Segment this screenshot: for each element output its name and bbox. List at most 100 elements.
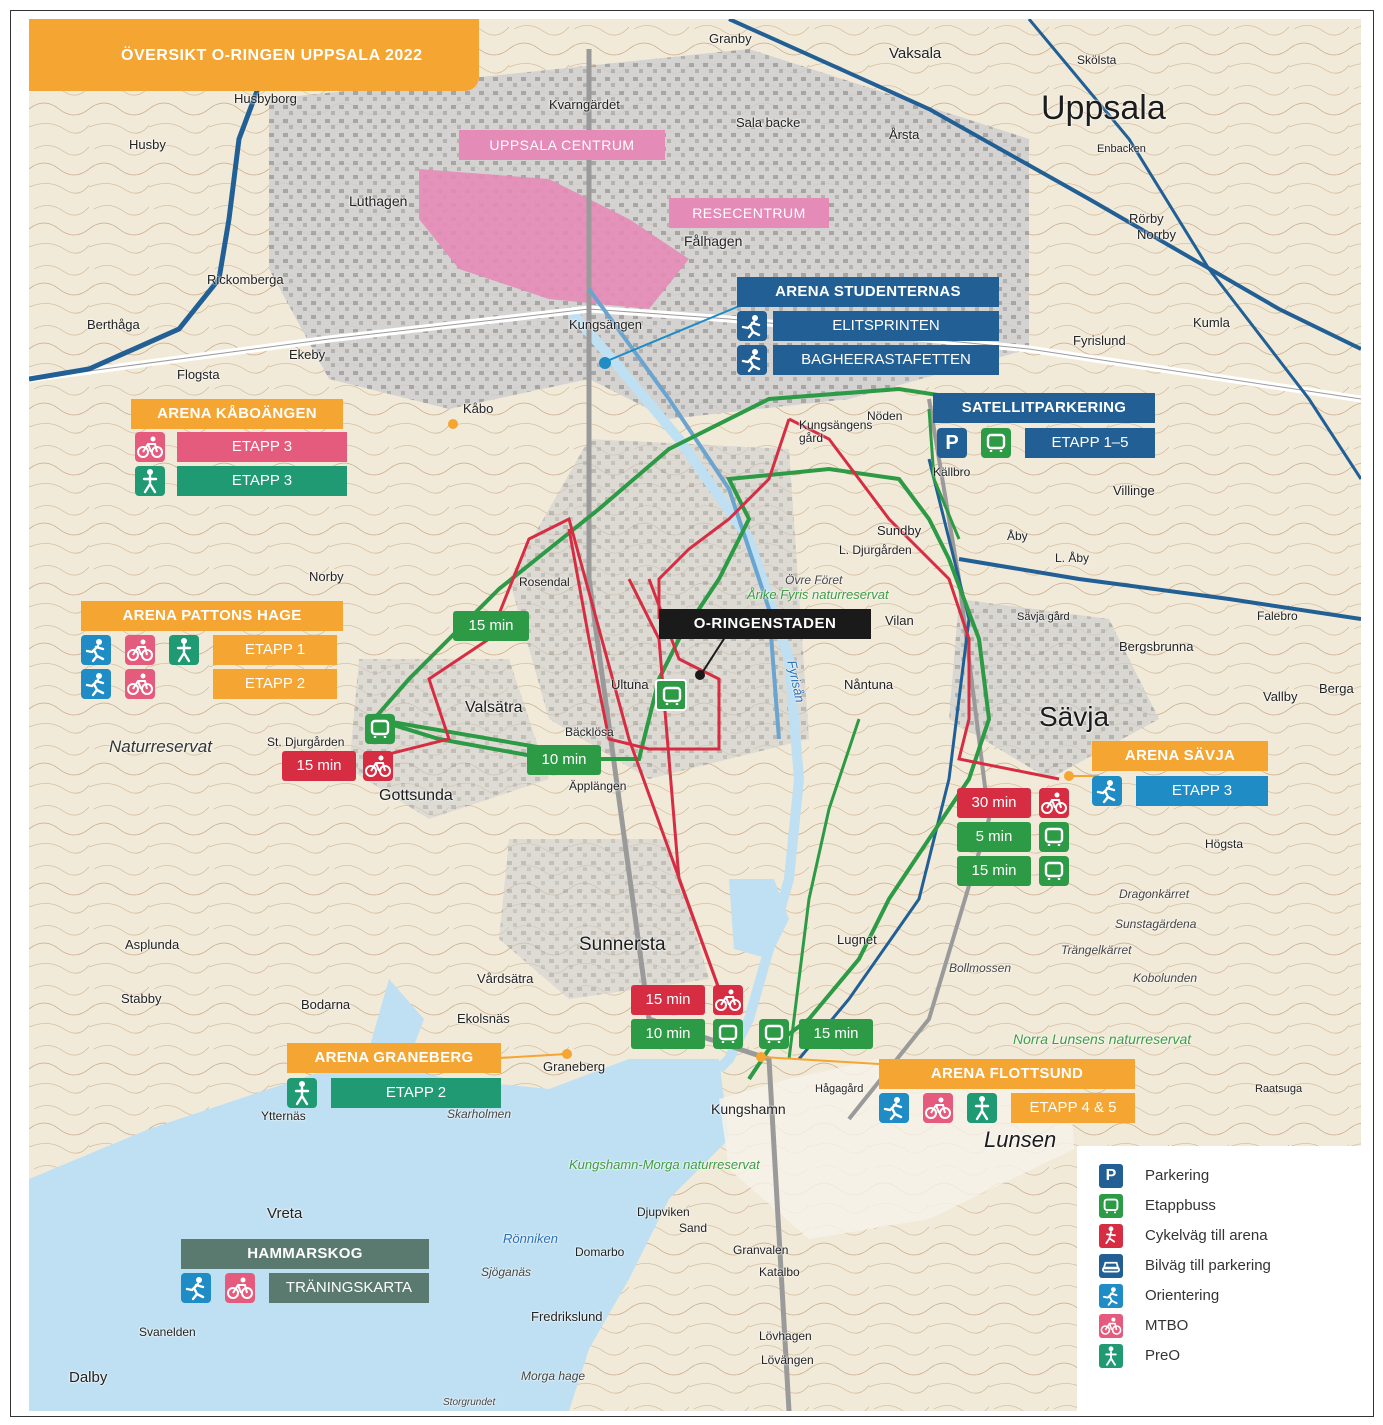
label-norrby: Norrby [1137, 227, 1177, 242]
time-badge-bus: 15 min [957, 856, 1031, 886]
parking-icon: P [937, 428, 967, 458]
label-nantuna: Nåntuna [844, 677, 894, 692]
arena-savja-title: ARENA SÄVJA [1092, 741, 1268, 771]
label-arike-fyris-reservat: Årike Fyris naturreservat [747, 587, 889, 602]
label-l-djurgarden: L. Djurgården [839, 543, 912, 557]
label-kumla: Kumla [1193, 315, 1230, 330]
label-berga: Berga [1319, 681, 1354, 696]
label-domarbo: Domarbo [575, 1245, 625, 1259]
label-kungshamn: Kungshamn [711, 1101, 786, 1117]
label-lunsen: Lunsen [984, 1127, 1057, 1152]
label-fyrislund: Fyrislund [1073, 333, 1126, 348]
mtbo-icon [125, 635, 155, 665]
parking-icon: P [1099, 1164, 1123, 1188]
label-kvarngardet: Kvarngärdet [549, 97, 620, 112]
preo-icon [169, 635, 199, 665]
label-vardsatra: Vårdsätra [477, 971, 534, 986]
bus-icon [981, 428, 1011, 458]
preo-icon [287, 1078, 317, 1108]
o-ringenstaden-label: O-RINGENSTADEN [659, 609, 871, 639]
label-sjoganas: Sjöganäs [481, 1265, 532, 1279]
label-uppsala: Uppsala [1041, 89, 1166, 127]
label-kobolunden: Kobolunden [1133, 971, 1198, 985]
legend-label: Cykelväg till arena [1145, 1227, 1268, 1244]
label-falebro: Falebro [1257, 609, 1298, 623]
mtbo-icon [135, 432, 165, 462]
satellitparkering-title: SATELLITPARKERING [933, 393, 1155, 423]
label-luthagen: Luthagen [349, 193, 408, 209]
label-hagagard: Hågagård [815, 1083, 864, 1095]
label-ytternas: Ytternäs [261, 1109, 306, 1123]
label-dalby: Dalby [69, 1369, 108, 1386]
time-badge-bus: 10 min [527, 745, 601, 775]
label-lovhagen: Lövhagen [759, 1329, 812, 1343]
label-noden: Nöden [867, 409, 903, 423]
preo-icon [135, 466, 165, 496]
label-arsta: Årsta [889, 127, 920, 142]
label-sala-backe: Sala backe [736, 115, 801, 130]
label-savja-gard: Sävja gård [1017, 611, 1070, 623]
label-norby: Norby [309, 569, 344, 584]
bus-icon [1039, 856, 1069, 886]
bus-icon [1099, 1194, 1123, 1218]
label-asplunda: Asplunda [125, 937, 180, 952]
label-hogsta: Högsta [1205, 837, 1244, 851]
label-granvalen: Granvalen [733, 1243, 789, 1257]
arena-kaboangen-title: ARENA KÅBOÄNGEN [131, 399, 343, 429]
label-aby: Åby [1007, 529, 1028, 543]
label-sunnersta: Sunnersta [579, 934, 666, 955]
label-skolsta: Skölsta [1077, 53, 1117, 67]
arena-studenternas-title: ARENA STUDENTERNAS [737, 277, 999, 307]
car-icon [1099, 1254, 1123, 1278]
label-gottsunda: Gottsunda [379, 787, 453, 804]
mtbo-icon [923, 1093, 953, 1123]
label-enbacken: Enbacken [1097, 143, 1146, 155]
bus-icon [759, 1019, 789, 1049]
label-falhagen: Fålhagen [684, 233, 743, 249]
label-naturreservat: Naturreservat [109, 737, 212, 756]
studenternas-bagheerastafetten: BAGHEERASTAFETTEN [773, 345, 999, 375]
label-norra-lunsen-reservat: Norra Lunsens naturreservat [1013, 1031, 1192, 1047]
label-djupviken: Djupviken [637, 1205, 690, 1219]
legend-label: Parkering [1145, 1167, 1210, 1184]
label-fredrikslund: Fredrikslund [531, 1309, 603, 1324]
bike-icon [363, 751, 393, 781]
label-raatsuga: Raatsuga [1255, 1083, 1303, 1095]
bike-icon [1099, 1224, 1123, 1248]
label-applangen: Äpplängen [569, 779, 627, 793]
orienteering-icon [737, 345, 767, 375]
satellitparkering-etapp: ETAPP 1–5 [1025, 428, 1155, 458]
label-kabo: Kåbo [463, 401, 494, 416]
bus-icon [365, 714, 395, 744]
label-st-djurgarden: St. Djurgården [267, 735, 345, 749]
label-ultuna: Ultuna [611, 677, 649, 692]
mtbo-icon [1099, 1314, 1123, 1338]
label-trangelkarret: Trängelkärret [1061, 943, 1132, 957]
pattons-hage-etapp-2: ETAPP 2 [213, 669, 337, 699]
hammarskog-title: HAMMARSKOG [181, 1239, 429, 1269]
orienteering-icon [1092, 776, 1122, 806]
orienteering-icon [81, 669, 111, 699]
legend-label: Bilväg till parkering [1145, 1257, 1271, 1274]
label-kungsangen: Kungsängen [569, 317, 643, 332]
mtbo-icon [225, 1273, 255, 1303]
kaboangen-preo-etapp: ETAPP 3 [177, 466, 347, 496]
label-husbyborg: Husbyborg [234, 91, 297, 106]
label-bergsbrunna: Bergsbrunna [1119, 639, 1194, 654]
overview-map: ÖVERSIKT O-RINGEN UPPSALA 2022 Uppsala S… [29, 19, 1361, 1411]
label-granby: Granby [709, 31, 752, 46]
label-kungshamn-reservat: Kungshamn-Morga naturreservat [569, 1157, 760, 1172]
label-savja: Sävja [1039, 701, 1110, 732]
orienteering-icon [737, 311, 767, 341]
label-vilan: Vilan [885, 613, 914, 628]
orienteering-icon [181, 1273, 211, 1303]
arena-pattons-hage-title: ARENA PATTONS HAGE [81, 601, 343, 631]
label-rosendal: Rosendal [519, 575, 570, 589]
mtbo-icon [125, 669, 155, 699]
time-badge-bike: 15 min [631, 985, 705, 1015]
time-badge-bus: 15 min [799, 1019, 873, 1049]
label-dragonkarret: Dragonkärret [1119, 887, 1190, 901]
label-svanelden: Svanelden [139, 1325, 196, 1339]
label-husby: Husby [129, 137, 166, 152]
label-kungsangens-gard: Kungsängens gård [799, 418, 873, 445]
